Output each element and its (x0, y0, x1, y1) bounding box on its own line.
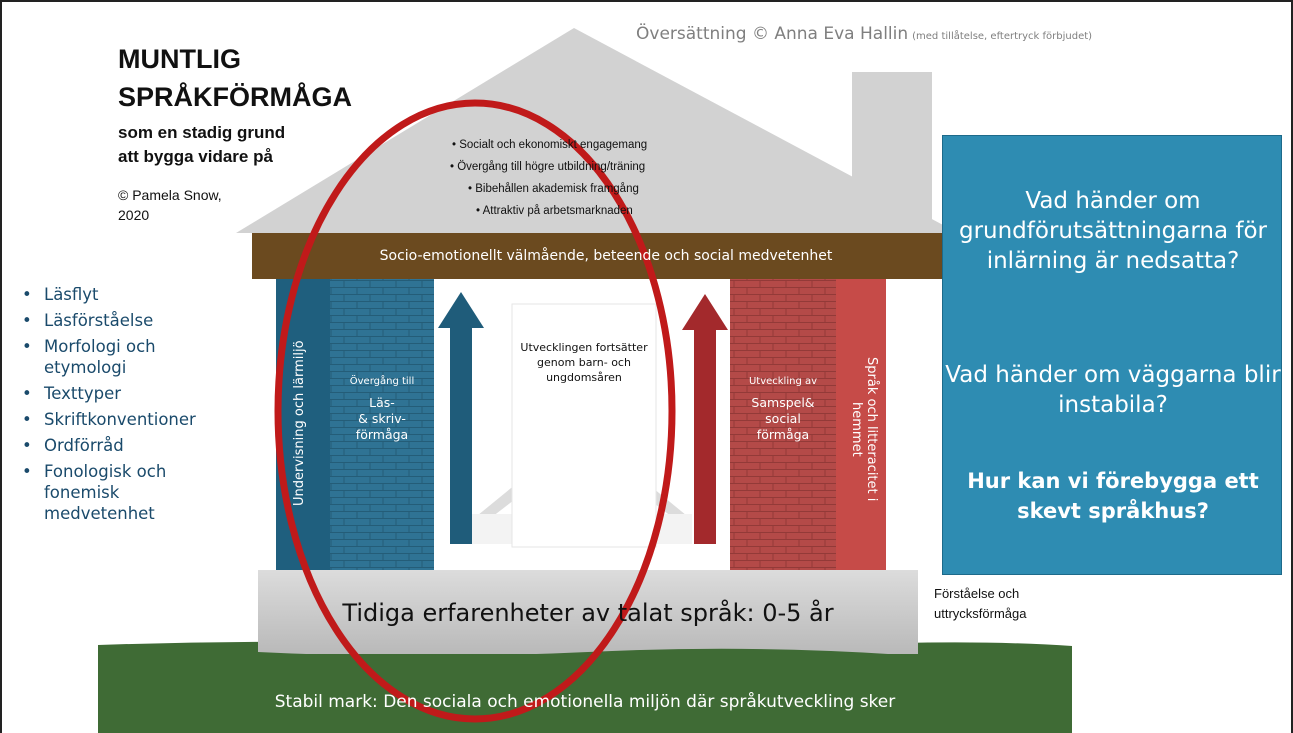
title-line-1: MUNTLIG (118, 44, 241, 74)
skill-item: Läsflyt (20, 284, 196, 305)
pillar-right-inner-label: Utveckling av Samspel& social förmåga (730, 375, 836, 443)
pillar-left-inner-big: Läs- & skriv- förmåga (355, 395, 409, 442)
page-title: MUNTLIG SPRÅKFÖRMÅGA (118, 40, 352, 116)
skill-item-line: etymologi (44, 358, 127, 377)
foundation-side-line-1: Förståelse och (934, 586, 1020, 601)
question-3: Hur kan vi förebygga ett skevt språkhus? (967, 469, 1259, 523)
author-line-2: 2020 (118, 207, 150, 223)
skill-item-line: fonemisk (44, 483, 120, 502)
question-1: Vad händer om grundförutsättningarna för… (958, 188, 1268, 274)
skill-item: Skriftkonventioner (20, 409, 196, 430)
skill-item-line: Fonologisk och (44, 462, 167, 481)
foundation-side-line-2: uttrycksförmåga (934, 606, 1027, 621)
roof (236, 28, 958, 233)
ground-label: Stabil mark: Den sociala och emotionella… (274, 692, 896, 712)
translation-credit-note: (med tillåtelse, eftertryck förbjudet) (912, 31, 1093, 42)
roof-item: • Bibehållen akademisk framgång (468, 183, 639, 195)
pillar-right-inner-small: Utveckling av (748, 376, 818, 387)
highlight-ellipse (274, 99, 676, 723)
skill-item: Texttyper (20, 383, 196, 404)
beam (252, 233, 960, 279)
foundation (258, 570, 918, 654)
subtitle-line-2: att bygga vidare på (118, 147, 273, 166)
skill-item: Ordförråd (20, 435, 196, 456)
question-2: Vad händer om väggarna blir instabila? (945, 362, 1281, 418)
pillar-right-brick (730, 279, 836, 571)
skill-item: Fonologisk och fonemisk medvetenhet (20, 461, 196, 524)
author-line-1: © Pamela Snow, (118, 187, 222, 203)
roof-item: • Övergång till högre utbildning/träning (450, 161, 646, 173)
roof-outcomes: • Socialt och ekonomiskt engagemang • Öv… (450, 134, 760, 222)
subtitle: som en stadig grund att bygga vidare på (118, 121, 285, 169)
center-label: Utvecklingen fortsätter genom barn- och … (520, 341, 648, 384)
foundation-side-label: Förståelse och uttrycksförmåga (934, 584, 1026, 624)
pillar-right-outer-label: Språk och litteracitet i hemmet (849, 356, 879, 502)
skill-item: Morfologi och etymologi (20, 336, 196, 378)
skills-list: Läsflyt Läsförståelse Morfologi och etymo… (20, 284, 196, 529)
question-box: Vad händer om grundförutsättningarna för… (942, 135, 1282, 575)
skill-item-line: medvetenhet (44, 504, 155, 523)
foundation-label: Tidiga erfarenheter av talat språk: 0-5 … (342, 599, 834, 627)
pillar-right-inner-big: Samspel& social förmåga (751, 395, 815, 442)
pillar-left-outer-label: Undervisning och lärmiljö (292, 340, 307, 506)
center-panel (511, 303, 657, 548)
title-line-2: SPRÅKFÖRMÅGA (118, 82, 352, 112)
skill-item: Läsförståelse (20, 310, 196, 331)
author-credit: © Pamela Snow, 2020 (118, 185, 222, 225)
translation-credit-main: Översättning © Anna Eva Hallin (636, 24, 909, 44)
pillar-left-inner-small: Övergång till (349, 376, 415, 387)
skill-item-line: Morfologi och (44, 337, 156, 356)
subtitle-line-1: som en stadig grund (118, 123, 286, 142)
pillar-left-inner-label: Övergång till Läs- & skriv- förmåga (330, 375, 434, 443)
arrow-blue (438, 292, 484, 544)
roof-item: • Attraktiv på arbetsmarknaden (476, 205, 633, 217)
pillar-right-outer (836, 279, 886, 571)
pillar-left-brick (330, 279, 434, 571)
arrow-red (682, 294, 728, 544)
beam-label: Socio-emotionellt välmående, beteende oc… (379, 248, 833, 264)
translation-credit: Översättning © Anna Eva Hallin(med tillå… (636, 24, 1092, 44)
roof-item: • Socialt och ekonomiskt engagemang (452, 139, 648, 151)
